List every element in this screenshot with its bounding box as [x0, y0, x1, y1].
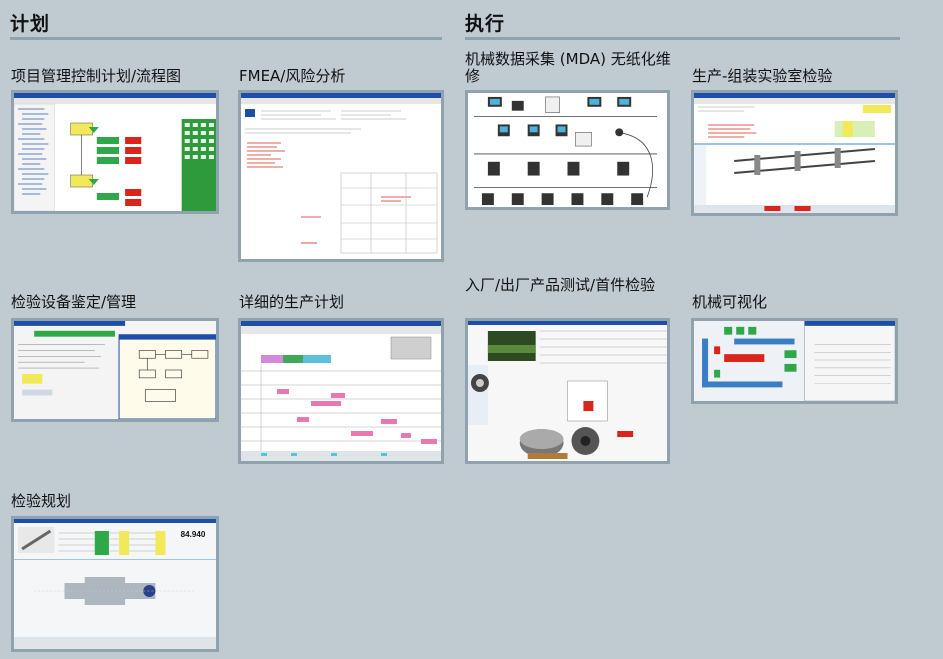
thumb-production-plan[interactable] [238, 318, 444, 464]
thumb-inspection-planning[interactable]: 84.940 [11, 516, 219, 652]
thumb-inspection-planning-screen: 84.940 [14, 519, 216, 649]
card-label-production-plan: 详细的生产计划 [239, 293, 345, 311]
card-label-project-plan: 项目管理控制计划/流程图 [11, 67, 182, 85]
card-label-equipment: 检验设备鉴定/管理 [11, 293, 137, 311]
thumb-mda[interactable] [465, 90, 670, 210]
thumb-incoming[interactable] [465, 318, 670, 464]
thumb-production-plan-screen [241, 321, 441, 461]
thumb-equipment[interactable] [11, 318, 219, 422]
inspection-value-text: 84.940 [181, 530, 206, 539]
card-label-inspection-planning: 检验规划 [11, 492, 72, 510]
section-title-execute: 执行 [465, 13, 506, 35]
card-label-visualization: 机械可视化 [692, 293, 768, 311]
thumb-equipment-screen [14, 321, 216, 419]
thumb-lab[interactable] [691, 90, 898, 216]
thumb-mda-screen [468, 93, 667, 207]
thumb-fmea-screen [241, 93, 441, 254]
thumb-lab-screen [694, 93, 895, 213]
thumb-project-plan-screen [14, 93, 216, 211]
section-divider-execute [465, 37, 900, 40]
thumb-project-plan[interactable] [11, 90, 219, 214]
thumb-incoming-screen [468, 321, 667, 461]
thumb-fmea[interactable] [238, 90, 444, 262]
thumb-visualization[interactable] [691, 318, 898, 404]
section-divider-plan [10, 37, 442, 40]
section-title-plan: 计划 [10, 13, 51, 35]
thumb-visualization-screen [694, 321, 895, 401]
card-label-mda: 机械数据采集 (MDA) 无纸化维修 [465, 50, 671, 85]
card-label-lab: 生产-组装实验室检验 [692, 67, 833, 85]
card-label-fmea: FMEA/风险分析 [239, 67, 346, 85]
card-label-incoming: 入厂/出厂产品测试/首件检验 [465, 276, 656, 294]
